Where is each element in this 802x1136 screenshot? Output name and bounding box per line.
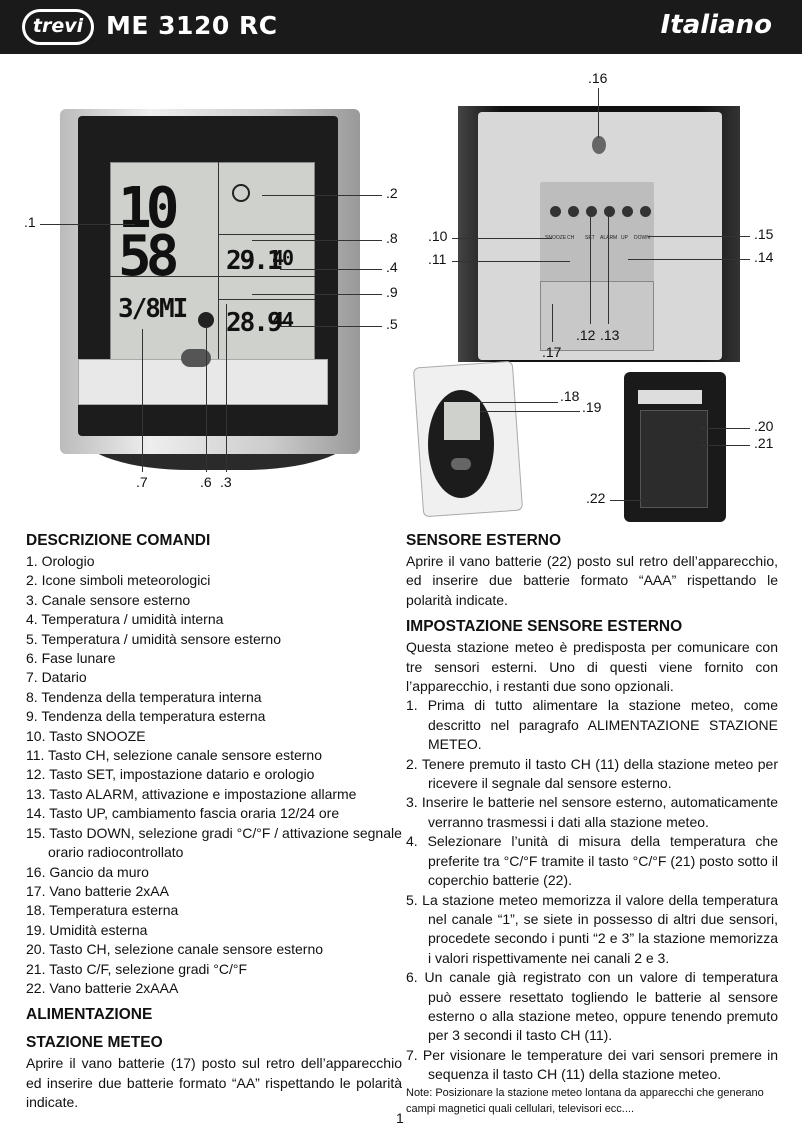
sensor-brand-badge [451,458,471,470]
alarm-button [604,206,615,217]
sensor-paragraph: Aprire il vano batterie (22) posto sul r… [406,553,778,608]
note-text: Note: Posizionare la stazione meteo lont… [406,1086,764,1115]
callout-13: .13 [600,327,620,343]
list-item: 7. Datario [26,669,87,686]
callout-11: .11 [428,251,447,267]
sensor-battery-compartment [640,410,708,508]
battery-compartment [540,281,654,351]
lcd-outdoor-hum: 44 [272,308,294,332]
callout-21: .21 [754,435,774,451]
language-label: Italiano [660,10,772,40]
list-item: 2. Icone simboli meteorologici [26,572,211,589]
product-illustration: 10 58 3/8MI 29.1 28.9 40 44 .1 .2 .8 .4 … [0,54,802,524]
rear-bump [540,182,654,297]
sensor-heading: SENSORE ESTERNO [406,532,562,549]
list-item: 4. Temperatura / umidità interna [26,611,224,628]
list-item: 1. Prima di tutto alimentare la stazione… [406,697,778,753]
list-item: 10. Tasto SNOOZE [26,727,146,744]
moon-phase-icon [198,312,214,328]
page-header: trevi ME 3120 RC Italiano [0,0,802,54]
btn-label-up: UP [621,235,628,241]
set-button [586,206,597,217]
lcd-date: 3/8MI [118,294,188,324]
list-item: 3. Inserire le batterie nel sensore este… [406,794,778,830]
callout-12: .12 [576,327,596,343]
callout-7: .7 [136,474,148,490]
btn-label-ch: CH [567,235,575,241]
list-item: 5. Temperatura / umidità sensore esterno [26,630,281,647]
list-item: 21. Tasto C/F, selezione gradi °C/°F [26,960,248,977]
left-column: DESCRIZIONE COMANDI 1. Orologio 2. Icone… [26,530,402,1113]
list-item: 7. Per visionare le temperature dei vari… [406,1046,778,1083]
list-item: 1. Orologio [26,553,95,569]
callout-5: .5 [386,316,398,332]
controls-list: 1. Orologio 2. Icone simboli meteorologi… [26,552,402,998]
callout-6: .6 [200,474,212,490]
station-heading: STAZIONE METEO [26,1034,163,1052]
brand-logo: trevi [22,9,94,45]
callout-1: .1 [24,214,36,230]
power-heading: ALIMENTAZIONE [26,1006,153,1024]
list-item: 13. Tasto ALARM, attivazione e impostazi… [26,785,357,802]
callout-22: .22 [586,490,606,506]
station-paragraph: Aprire il vano batterie (17) posto sul r… [26,1055,402,1111]
list-item: 12. Tasto SET, impostazione datario e or… [26,766,315,783]
list-item: 8. Tendenza della temperatura interna [26,688,262,705]
callout-20: .20 [754,418,774,434]
lcd-indoor-hum: 40 [272,246,294,270]
model-title: ME 3120 RC [106,11,278,40]
controls-heading: DESCRIZIONE COMANDI [26,532,211,549]
list-item: 5. La stazione meteo memorizza il valore… [406,891,778,966]
lcd-clock-minutes: 58 [118,224,179,289]
list-item: 2. Tenere premuto il tasto CH (11) della… [406,755,778,792]
list-item: 3. Canale sensore esterno [26,591,191,608]
callout-8: .8 [386,230,398,246]
page-number: 1 [396,1110,404,1126]
callout-4: .4 [386,259,398,275]
list-item: 20. Tasto CH, selezione canale sensore e… [26,941,324,958]
sensor-lcd [444,402,480,440]
callout-9: .9 [386,284,398,300]
btn-label-snooze: SNOOZE [545,235,567,241]
up-button [622,206,633,217]
list-item: 11. Tasto CH, selezione canale sensore e… [26,747,322,764]
callout-2: .2 [386,185,398,201]
list-item: 17. Vano batterie 2xAA [26,882,169,899]
list-item: 4. Selezionare l’unità di misura della t… [406,833,778,889]
list-item: 15. Tasto DOWN, selezione gradi °C/°F / … [26,824,402,861]
lcd-clock-hours: 10 [118,176,179,241]
list-item: 19. Umidità esterna [26,921,148,938]
callout-10: .10 [428,228,448,244]
setup-steps: 1. Prima di tutto alimentare la stazione… [406,696,778,1084]
sun-icon [232,184,250,202]
station-brand-badge [181,349,211,367]
list-item: 6. Un canale già registrato con un valor… [406,969,778,1044]
right-column: SENSORE ESTERNO Aprire il vano batterie … [406,530,778,1117]
list-item: 16. Gancio da muro [26,863,149,880]
btn-label-down: DOWN [634,235,650,241]
list-item: 9. Tendenza della temperatura esterna [26,708,266,725]
sensor-setup-paragraph: Questa stazione meteo è predisposta per … [406,639,778,695]
lcd-outdoor-temp: 28.9 [226,308,283,338]
sensor-setup-heading: IMPOSTAZIONE SENSORE ESTERNO [406,618,683,636]
callout-3: .3 [220,474,232,490]
callout-17: .17 [542,344,562,360]
callout-19: .19 [582,399,602,415]
down-button [640,206,651,217]
list-item: 22. Vano batterie 2xAAA [26,979,179,996]
list-item: 6. Fase lunare [26,650,116,667]
list-item: 14. Tasto UP, cambiamento fascia oraria … [26,805,340,822]
callout-15: .15 [754,226,774,242]
sensor-label-sticker [638,390,702,404]
list-item: 18. Temperatura esterna [26,902,179,919]
snooze-button [550,206,561,217]
wall-hook-icon [592,136,606,154]
btn-label-set: SET [585,235,595,241]
lcd-indoor-temp: 29.1 [226,246,283,276]
ch-button [568,206,579,217]
callout-16: .16 [588,70,608,86]
callout-14: .14 [754,249,774,265]
callout-18: .18 [560,388,580,404]
